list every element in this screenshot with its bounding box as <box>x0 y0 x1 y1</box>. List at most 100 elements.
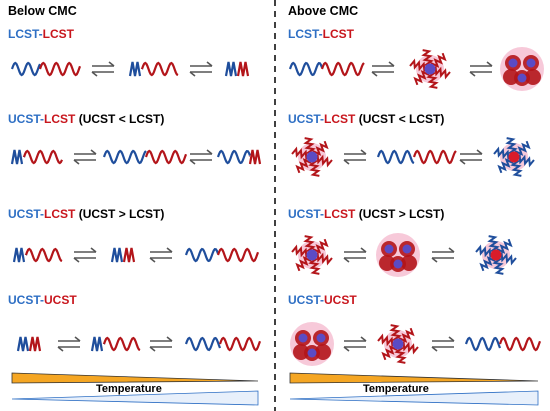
header-below-cmc: Below CMC <box>8 4 77 18</box>
l3-eq2-forward-head <box>166 247 173 253</box>
r4-chain-block-b <box>498 336 542 352</box>
r3-micelle-b-core <box>490 249 502 261</box>
r4-eq1-back-head <box>343 346 350 352</box>
temperature-wedge-left <box>11 372 259 384</box>
r3-micelle-a-core <box>306 249 318 261</box>
right-row-label-4: UCST-UCST <box>288 293 357 307</box>
l2-eq2-back-head <box>189 159 196 165</box>
right-row-label-1: LCST-LCST <box>288 27 355 41</box>
r3-eq1-forward-head <box>360 247 367 253</box>
l1-eq2-forward-head <box>206 61 213 67</box>
l4-coil-red <box>28 336 42 352</box>
l4-coil2-blue <box>90 336 104 352</box>
header-above-cmc: Above CMC <box>288 4 359 18</box>
right-row-label-3: UCST-LCST (UCST > LCST) <box>288 207 445 221</box>
r3-eq2-back-head <box>431 257 438 263</box>
r4-micelle-core <box>392 338 404 350</box>
l2-eq1-back-head <box>73 159 80 165</box>
l1-coil2-blue <box>224 61 238 77</box>
r1-eq1-back-head <box>371 71 378 77</box>
r4-cluster-shell-3 <box>293 344 309 360</box>
l2-chain3-block-a <box>216 149 252 165</box>
l1-chain1-block-a <box>10 61 41 77</box>
r2-micelle-b-core <box>508 151 520 163</box>
r1-chain1-block-b <box>320 61 365 77</box>
l4-eq2-back-head <box>149 346 156 352</box>
r2-eq1-forward-head <box>360 149 367 155</box>
l4-chain2-block-a <box>184 336 222 352</box>
l3-chain2-block-b <box>216 247 260 263</box>
right-row-label-2: UCST-LCST (UCST < LCST) <box>288 112 445 126</box>
r3-cluster-core-0 <box>384 244 394 254</box>
r2-eq2-forward-head <box>476 149 483 155</box>
l2-eq1-forward-head <box>90 149 97 155</box>
l1-eq2-back-head <box>189 71 196 77</box>
r2-eq1-back-head <box>343 159 350 165</box>
r4-cluster-core-1 <box>316 333 326 343</box>
r4-cluster-core-0 <box>298 333 308 343</box>
left-row-label-2: UCST-LCST (UCST < LCST) <box>8 112 165 126</box>
r1-eq2-back-head <box>469 71 476 77</box>
r1-chain1-block-a <box>288 61 324 77</box>
r3-cluster-core-1 <box>402 244 412 254</box>
l4-chain2-block-b <box>218 336 262 352</box>
l2-chain1-block-b <box>22 149 64 165</box>
l3-chain2-block-a <box>184 247 220 263</box>
r4-eq2-forward-head <box>448 336 455 342</box>
r1-cluster-core-0 <box>508 58 518 68</box>
left-row-label-1: LCST-LCST <box>8 27 75 41</box>
l4-eq1-forward-head <box>74 336 81 342</box>
l2-coil-blue <box>10 149 24 165</box>
left-row-label-3: UCST-LCST (UCST > LCST) <box>8 207 165 221</box>
l3-coil2-red <box>122 247 136 263</box>
l2-eq2-forward-head <box>206 149 213 155</box>
l1-chain1-block-b <box>38 61 82 77</box>
r1-cluster-shell-4 <box>525 69 541 85</box>
temperature-label-right: Temperature <box>363 383 429 395</box>
l3-eq1-back-head <box>73 257 80 263</box>
l3-eq2-back-head <box>149 257 156 263</box>
r2-eq2-back-head <box>459 159 466 165</box>
r3-eq1-back-head <box>343 257 350 263</box>
l2-chain2-block-b <box>144 149 188 165</box>
l1-coil2-red <box>236 61 250 77</box>
r1-micelle-core <box>424 63 436 75</box>
r1-eq1-forward-head <box>388 61 395 67</box>
r2-chain-block-a <box>376 149 415 165</box>
l4-eq1-back-head <box>57 346 64 352</box>
r4-eq2-back-head <box>431 346 438 352</box>
l3-coil2-blue <box>110 247 124 263</box>
r2-chain-block-b <box>412 149 457 165</box>
temperature-wedge-left-lower <box>11 390 259 406</box>
l4-chain1-block-b <box>102 336 141 352</box>
l4-eq2-forward-head <box>166 336 173 342</box>
l3-coil-blue <box>12 247 26 263</box>
temperature-wedge-right <box>289 372 539 384</box>
r4-cluster-shell-4 <box>315 344 331 360</box>
r3-cluster-shell-4 <box>401 255 417 271</box>
temperature-label-left: Temperature <box>96 383 162 395</box>
temperature-wedge-right-lower <box>289 390 539 406</box>
l3-chain1-block-b <box>24 247 63 263</box>
left-row-label-4: UCST-UCST <box>8 293 77 307</box>
r4-cluster-core-2 <box>307 348 317 358</box>
l2-coil-red <box>248 149 262 165</box>
r4-chain-block-a <box>464 336 502 352</box>
r2-micelle-a-core <box>306 151 318 163</box>
r1-cluster-shell-3 <box>503 69 519 85</box>
r1-eq2-forward-head <box>486 61 493 67</box>
l2-chain2-block-a <box>102 149 147 165</box>
r1-cluster-core-1 <box>526 58 536 68</box>
l1-chain2-block-b <box>140 61 179 77</box>
l3-eq1-forward-head <box>90 247 97 253</box>
r3-cluster-core-2 <box>393 259 403 269</box>
r3-cluster-shell-3 <box>379 255 395 271</box>
l1-coil-blue <box>128 61 142 77</box>
r3-eq2-forward-head <box>448 247 455 253</box>
r4-eq1-forward-head <box>360 336 367 342</box>
l1-eq1-forward-head <box>108 61 115 67</box>
r1-cluster-core-2 <box>517 73 527 83</box>
l4-coil-blue <box>16 336 30 352</box>
